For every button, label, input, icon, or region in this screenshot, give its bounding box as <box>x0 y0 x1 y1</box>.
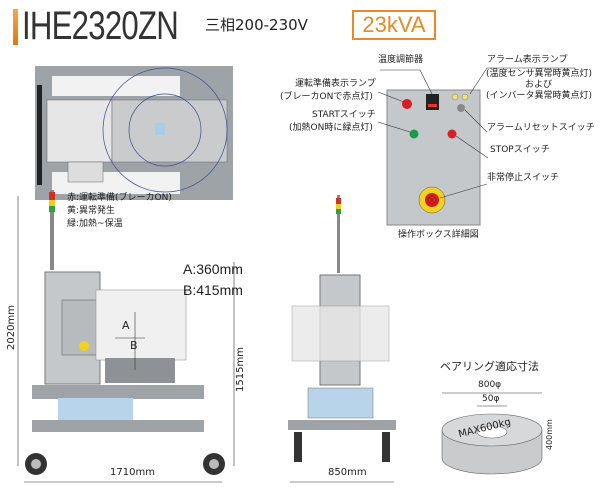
label-alarm-lamp: アラーム表示ランプ <box>487 55 568 65</box>
dimension-total-height: 2020mm <box>6 305 17 350</box>
tower-yellow-label: 黄:異常発生 <box>67 206 116 216</box>
label-alarm-lamp-note2: (インバータ異常時黄点灯) <box>486 91 593 101</box>
label-alarm-reset: アラームリセットスイッチ <box>487 123 595 133</box>
ready-lamp <box>402 99 412 109</box>
model-title: IHE2320ZN <box>22 4 179 48</box>
voltage-label: 三相200-230V <box>205 16 308 34</box>
tower-green-label: 緑:加熱~保温 <box>67 219 123 229</box>
bearing-inner-diameter: 50φ <box>482 394 500 404</box>
mark-a: A <box>122 319 130 332</box>
capacity-badge: 23kVA <box>352 10 436 40</box>
dimension-length: 1710mm <box>110 467 155 478</box>
bearing-drawing <box>441 392 543 475</box>
label-stop-switch: STOPスイッチ <box>490 145 550 155</box>
label-start-switch: STARTスイッチ <box>312 110 376 120</box>
label-ready-lamp-note: (ブレーカONで赤点灯) <box>280 92 373 102</box>
tower-red-label: 赤:運転準備(ブレーカON) <box>67 193 172 203</box>
bearing-outer-diameter: 800φ <box>478 380 502 390</box>
mark-b: B <box>130 339 138 352</box>
side-view-drawing <box>17 190 396 483</box>
label-start-note: (加熱ON時に緑点灯) <box>289 123 373 133</box>
title-accent-bar <box>13 9 18 45</box>
label-ready-lamp: 運転準備表示ランプ <box>295 79 376 89</box>
bearing-height: 400mm <box>545 419 554 450</box>
label-alarm-lamp-note1: (温度センサ異常時黄点灯) <box>486 69 593 79</box>
label-temp-controller: 温度調節器 <box>378 55 424 65</box>
label-emergency-stop: 非常停止スイッチ <box>487 173 560 183</box>
dimension-width: 850mm <box>328 467 367 478</box>
label-alarm-lamp-and: および <box>525 80 553 90</box>
dimension-b: B:415mm <box>183 282 243 298</box>
control-box-caption: 操作ボックス詳細図 <box>398 230 479 240</box>
control-box-drawing <box>377 67 575 226</box>
top-view-drawing <box>35 66 233 200</box>
bearing-title: ベアリング適応寸法 <box>440 360 539 373</box>
dimension-work-height: 1515mm <box>235 347 246 392</box>
dimension-a: A:360mm <box>183 261 243 277</box>
